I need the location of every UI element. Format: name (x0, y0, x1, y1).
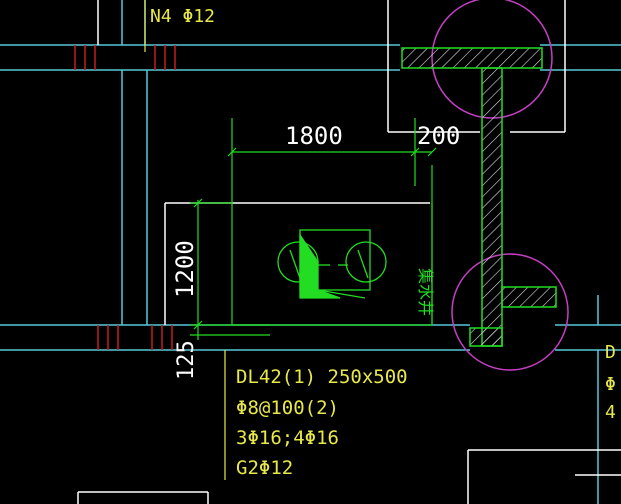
pump-wedge (299, 232, 341, 299)
pump-circle-right (345, 241, 387, 283)
beam-label: DL42(1) 250x500 (236, 366, 408, 388)
dim-text-1200: 1200 (171, 240, 199, 298)
column-circle-bottom (451, 253, 569, 371)
dim-text-1800: 1800 (285, 122, 343, 150)
right-edge-label-1: D (605, 342, 616, 363)
shear-wall-bottom-flange (501, 286, 557, 308)
shear-wall (401, 47, 557, 347)
shear-wall-bottom-foot (469, 327, 503, 347)
side-rebar-label: G2Φ12 (236, 457, 293, 479)
dimension-lines (190, 118, 437, 340)
dim-text-200: 200 (417, 122, 460, 150)
right-edge-label-3: 4 (605, 402, 616, 423)
dim-text-125: 125 (174, 340, 199, 380)
right-edge-label-2: Φ (605, 374, 616, 395)
pump-icon (277, 229, 387, 299)
stirrup-label: Φ8@100(2) (236, 397, 339, 419)
shear-wall-top-flange (401, 47, 543, 69)
rebar-marks (74, 45, 176, 350)
wall-outlines (77, 0, 621, 504)
main-rebar-label: 3Φ16;4Φ16 (236, 427, 339, 449)
top-rebar-label: N4 Φ12 (150, 6, 215, 27)
pit-label: 集水井 (416, 268, 435, 316)
shear-wall-web (481, 67, 503, 347)
